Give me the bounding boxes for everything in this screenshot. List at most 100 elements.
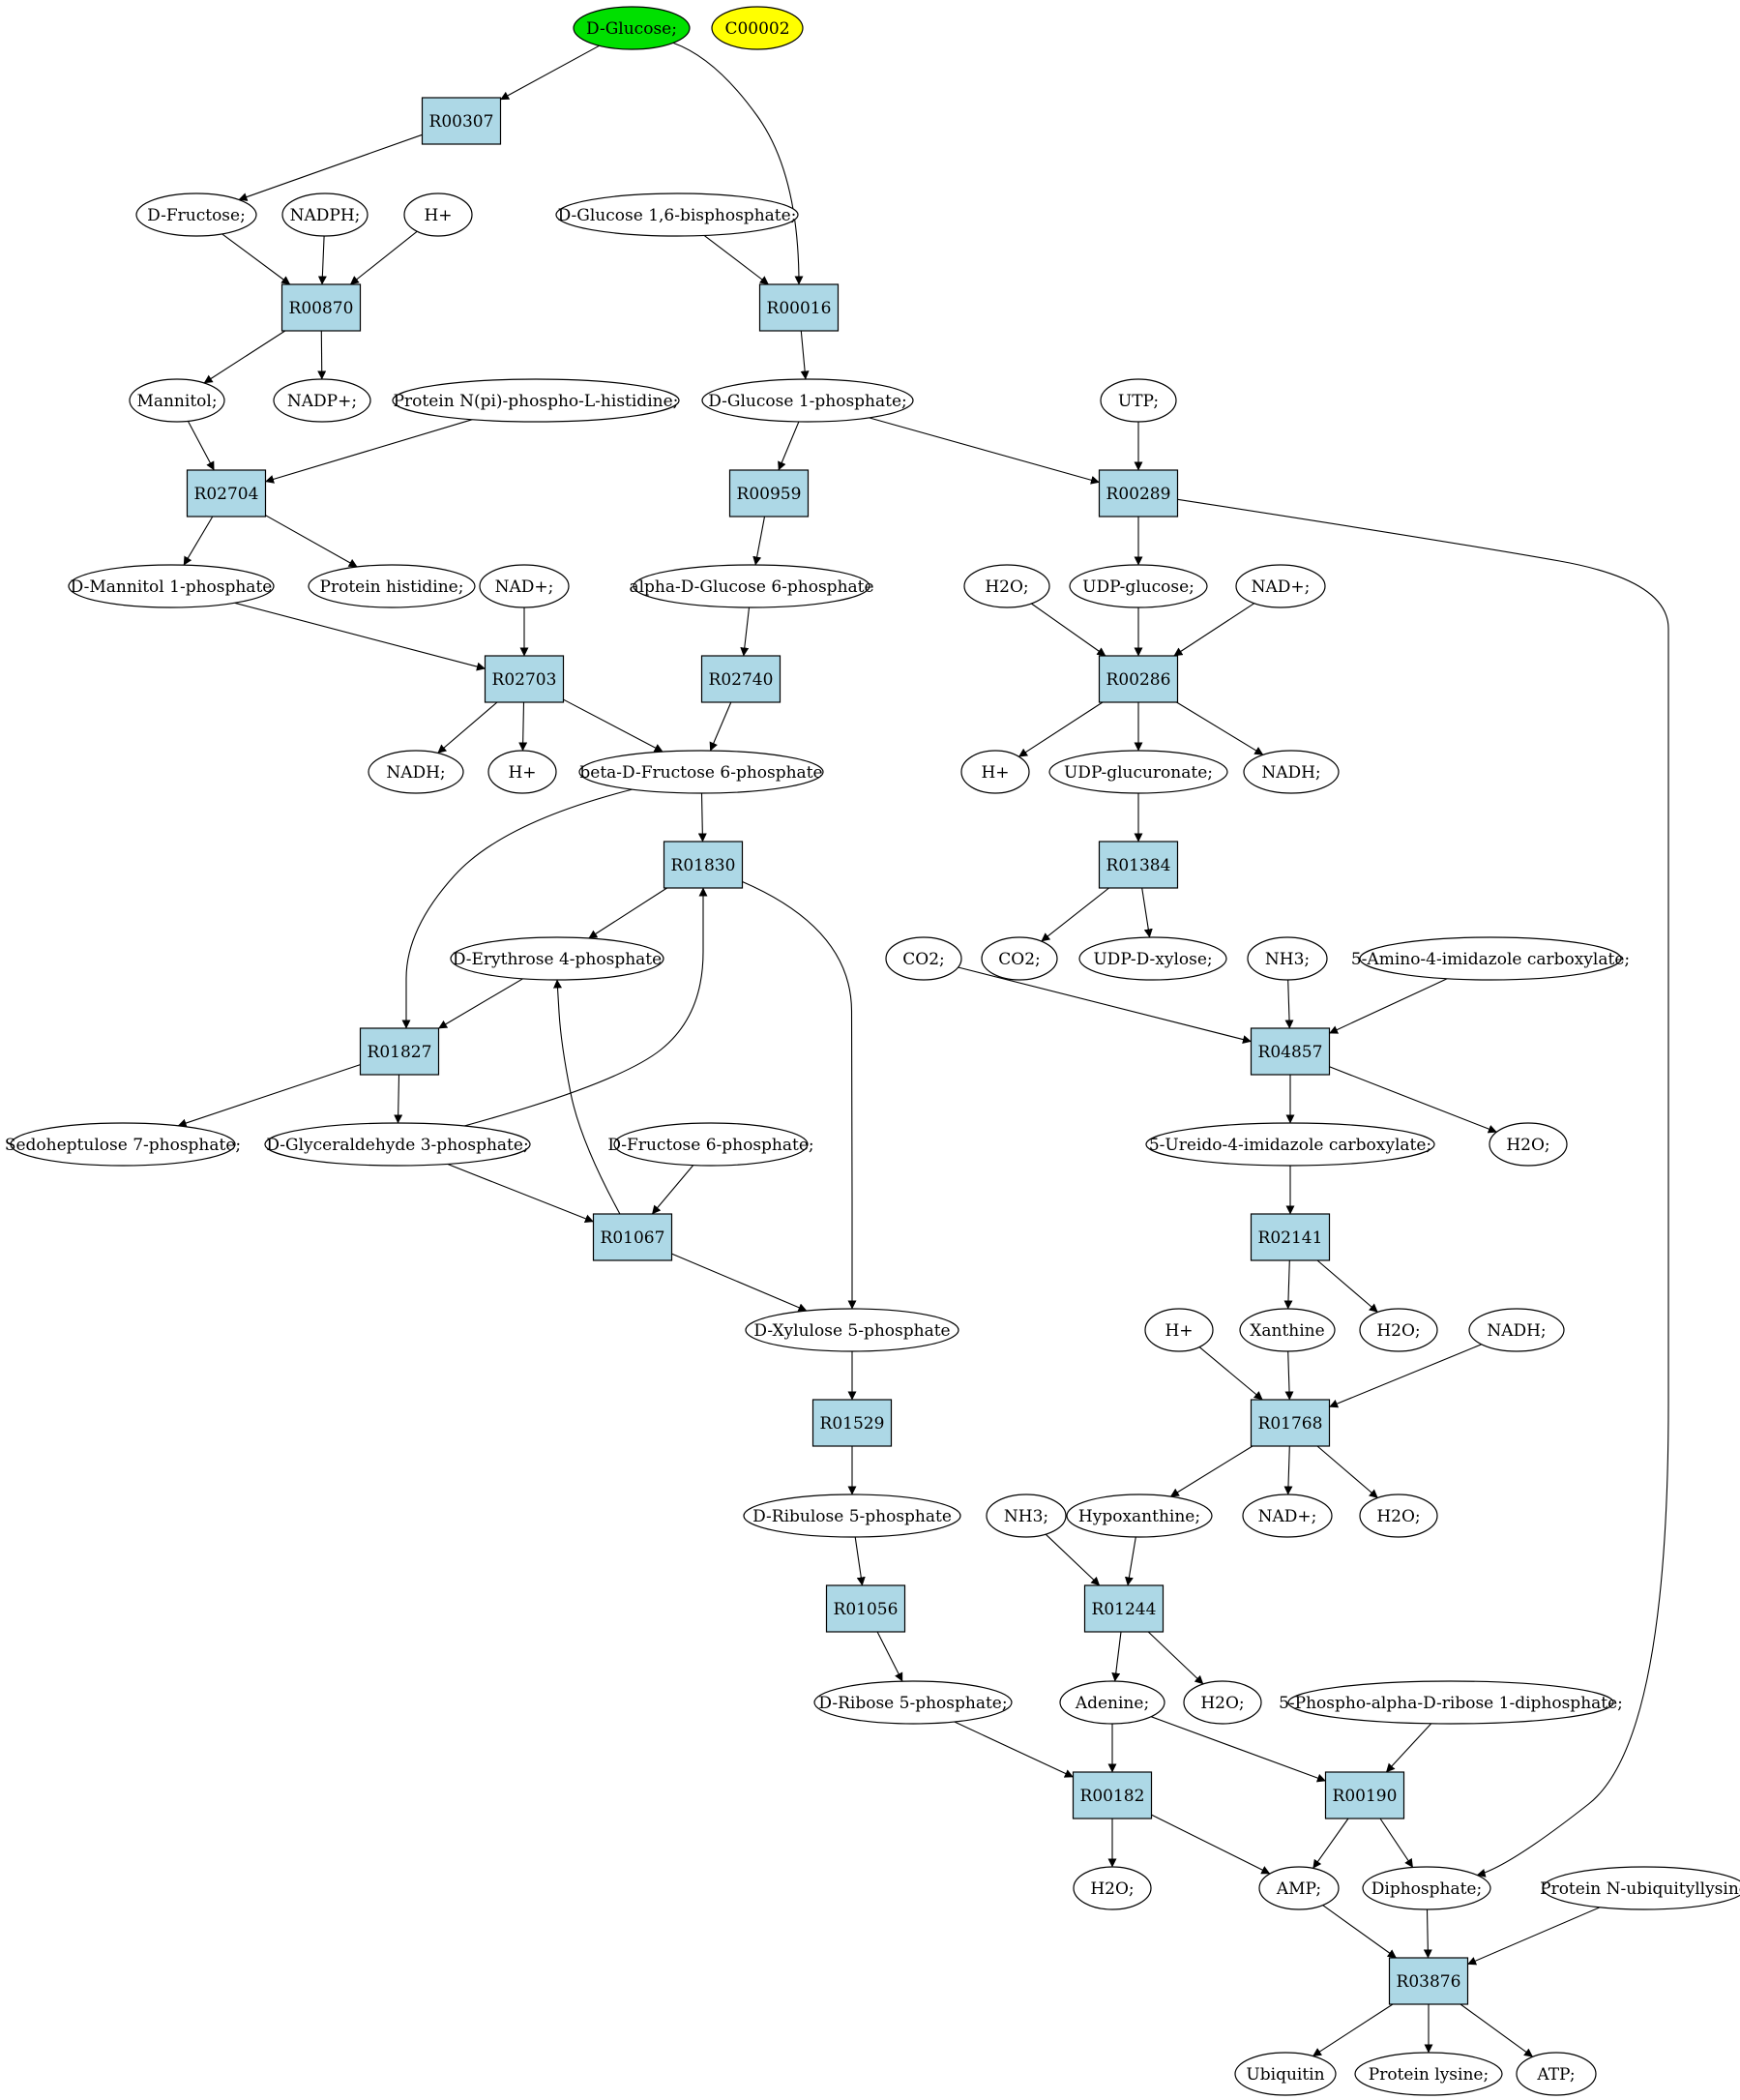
compound-node-g16bp[interactable]: D-Glucose 1,6-bisphosphate; <box>555 192 799 237</box>
compound-node-h2o4[interactable]: H2O; <box>1359 1494 1438 1538</box>
compound-node-nadh3[interactable]: NADH; <box>1468 1308 1565 1352</box>
compound-node-ppi[interactable]: Diphosphate; <box>1362 1866 1491 1910</box>
compound-node-c00002[interactable]: C00002 <box>711 6 804 50</box>
reaction-node-r00016[interactable]: R00016 <box>758 283 840 332</box>
compound-node-protnph[interactable]: Protein N(pi)-phospho-L-histidine; <box>392 378 680 423</box>
reaction-node-r00307[interactable]: R00307 <box>421 97 502 145</box>
compound-ellipse <box>273 378 371 423</box>
reaction-node-r01384[interactable]: R01384 <box>1098 841 1179 889</box>
compound-node-hypox[interactable]: Hypoxanthine; <box>1066 1494 1213 1538</box>
compound-label: ATP; <box>1536 2065 1575 2085</box>
compound-node-co2a[interactable]: CO2; <box>885 936 962 981</box>
compound-label: CO2; <box>998 950 1041 969</box>
compound-node-fructose[interactable]: D-Fructose; <box>135 192 257 237</box>
compound-node-h2o5[interactable]: H2O; <box>1183 1680 1262 1725</box>
compound-label: Ubiquitin <box>1246 2065 1324 2085</box>
reaction-box <box>1083 1584 1165 1633</box>
edge-r02703-to-nadh1 <box>437 701 498 754</box>
reaction-node-r01830[interactable]: R01830 <box>663 841 744 889</box>
reaction-node-r00190[interactable]: R00190 <box>1324 1771 1405 1819</box>
compound-node-nad2[interactable]: NAD+; <box>1235 564 1326 608</box>
reaction-node-r02141[interactable]: R02141 <box>1250 1213 1331 1261</box>
compound-label: UTP; <box>1118 392 1159 411</box>
compound-node-r5p[interactable]: D-Ribose 5-phosphate; <box>813 1680 1013 1725</box>
reaction-node-r01067[interactable]: R01067 <box>592 1213 673 1261</box>
compound-label: D-Ribose 5-phosphate; <box>818 1694 1007 1713</box>
reaction-node-r03876[interactable]: R03876 <box>1388 1957 1469 2005</box>
compound-node-udpx[interactable]: UDP-D-xylose; <box>1078 936 1227 981</box>
reaction-node-r01244[interactable]: R01244 <box>1083 1584 1165 1633</box>
compound-node-h4[interactable]: H+ <box>1144 1308 1214 1352</box>
reaction-node-r01827[interactable]: R01827 <box>359 1027 440 1076</box>
reaction-node-r04857[interactable]: R04857 <box>1250 1027 1331 1076</box>
edge-mannitol-to-r02704 <box>187 421 215 471</box>
reaction-node-r00289[interactable]: R00289 <box>1098 469 1179 518</box>
compound-ellipse <box>1359 936 1622 981</box>
compound-node-nad1[interactable]: NAD+; <box>479 564 570 608</box>
compound-node-ru5p[interactable]: D-Ribulose 5-phosphate <box>743 1494 961 1538</box>
compound-node-co2b[interactable]: CO2; <box>981 936 1058 981</box>
compound-node-bf6p[interactable]: beta-D-Fructose 6-phosphate <box>578 750 824 794</box>
reaction-node-r00959[interactable]: R00959 <box>728 469 810 518</box>
compound-node-udpg[interactable]: UDP-glucose; <box>1069 564 1208 608</box>
reaction-label: R00870 <box>289 299 354 318</box>
compound-node-xanthine[interactable]: Xanthine <box>1239 1308 1336 1352</box>
compound-label: 5-Phospho-alpha-D-ribose 1-diphosphate; <box>1279 1694 1623 1713</box>
compound-node-nh3b[interactable]: NH3; <box>986 1494 1067 1538</box>
compound-node-protub[interactable]: Protein N-ubiquityllysine <box>1540 1866 1740 1910</box>
compound-node-prothis[interactable]: Protein histidine; <box>308 564 476 608</box>
compound-node-ag6p[interactable]: alpha-D-Glucose 6-phosphate <box>629 564 874 608</box>
compound-node-mannitol[interactable]: Mannitol; <box>129 378 225 423</box>
compound-node-nadph[interactable]: NADPH; <box>281 192 369 237</box>
edge-nadph-to-r00870 <box>317 235 327 285</box>
reaction-node-r00182[interactable]: R00182 <box>1072 1771 1153 1819</box>
compound-node-h1[interactable]: H+ <box>403 192 473 237</box>
compound-node-uic[interactable]: 5-Ureido-4-imidazole carboxylate; <box>1145 1122 1435 1167</box>
compound-node-utp[interactable]: UTP; <box>1100 378 1177 423</box>
compound-node-h2[interactable]: H+ <box>487 750 557 794</box>
compound-node-atp[interactable]: ATP; <box>1516 2052 1597 2096</box>
compound-node-adenine[interactable]: Adenine; <box>1059 1680 1165 1725</box>
compound-node-h2o1[interactable]: H2O; <box>963 564 1050 608</box>
compound-ellipse <box>1359 1494 1438 1538</box>
reaction-node-r00870[interactable]: R00870 <box>280 283 362 332</box>
compound-node-x5p[interactable]: D-Xylulose 5-phosphate <box>745 1308 959 1352</box>
compound-node-protlys[interactable]: Protein lysine; <box>1354 2052 1503 2096</box>
compound-label: Protein histidine; <box>320 577 464 597</box>
edge-ag6p-to-r02740 <box>740 606 751 657</box>
compound-node-m1p[interactable]: D-Mannitol 1-phosphate <box>68 564 275 608</box>
compound-node-nadp[interactable]: NADP+; <box>273 378 371 423</box>
reaction-box <box>1098 469 1179 518</box>
reaction-node-r02703[interactable]: R02703 <box>484 655 565 703</box>
compound-node-aic[interactable]: 5-Amino-4-imidazole carboxylate; <box>1351 936 1630 981</box>
compound-node-nad3[interactable]: NAD+; <box>1242 1494 1333 1538</box>
compound-node-glucose[interactable]: D-Glucose; <box>573 6 691 50</box>
compound-node-h2o3[interactable]: H2O; <box>1359 1308 1438 1352</box>
compound-node-udpgluc[interactable]: UDP-glucuronate; <box>1048 750 1228 794</box>
compound-node-h2o6[interactable]: H2O; <box>1073 1866 1152 1910</box>
edge-r01067-to-e4p <box>553 979 621 1215</box>
compound-node-nadh2[interactable]: NADH; <box>1243 750 1340 794</box>
reaction-node-r01529[interactable]: R01529 <box>811 1399 893 1447</box>
compound-node-f6p[interactable]: D-Fructose 6-phosphate; <box>607 1122 814 1167</box>
edge-r03876-to-ubiquitin <box>1312 2003 1394 2057</box>
reaction-node-r02704[interactable]: R02704 <box>186 469 267 518</box>
edge-protub-to-r03876 <box>1467 1907 1601 1966</box>
compound-node-amp[interactable]: AMP; <box>1258 1866 1340 1910</box>
edge-r02704-to-prothis <box>265 515 358 568</box>
reaction-node-r01768[interactable]: R01768 <box>1250 1399 1331 1447</box>
reaction-node-r00286[interactable]: R00286 <box>1098 655 1179 703</box>
compound-node-g3p[interactable]: D-Glyceraldehyde 3-phosphate; <box>264 1122 531 1167</box>
compound-node-g1p[interactable]: D-Glucose 1-phosphate; <box>701 378 914 423</box>
reaction-node-r02740[interactable]: R02740 <box>700 655 782 703</box>
compound-node-e4p[interactable]: D-Erythrose 4-phosphate <box>450 936 664 981</box>
compound-node-nh3a[interactable]: NH3; <box>1247 936 1328 981</box>
compound-node-ubiquitin[interactable]: Ubiquitin <box>1234 2052 1337 2096</box>
compound-node-h2o2[interactable]: H2O; <box>1489 1122 1568 1167</box>
reaction-node-r01056[interactable]: R01056 <box>825 1584 906 1633</box>
compound-node-prpp[interactable]: 5-Phospho-alpha-D-ribose 1-diphosphate; <box>1279 1680 1623 1725</box>
compound-node-h3[interactable]: H+ <box>960 750 1030 794</box>
compound-node-nadh1[interactable]: NADH; <box>368 750 464 794</box>
reaction-label: R00307 <box>429 112 494 132</box>
compound-node-s7p[interactable]: Sedoheptulose 7-phosphate; <box>5 1122 241 1167</box>
